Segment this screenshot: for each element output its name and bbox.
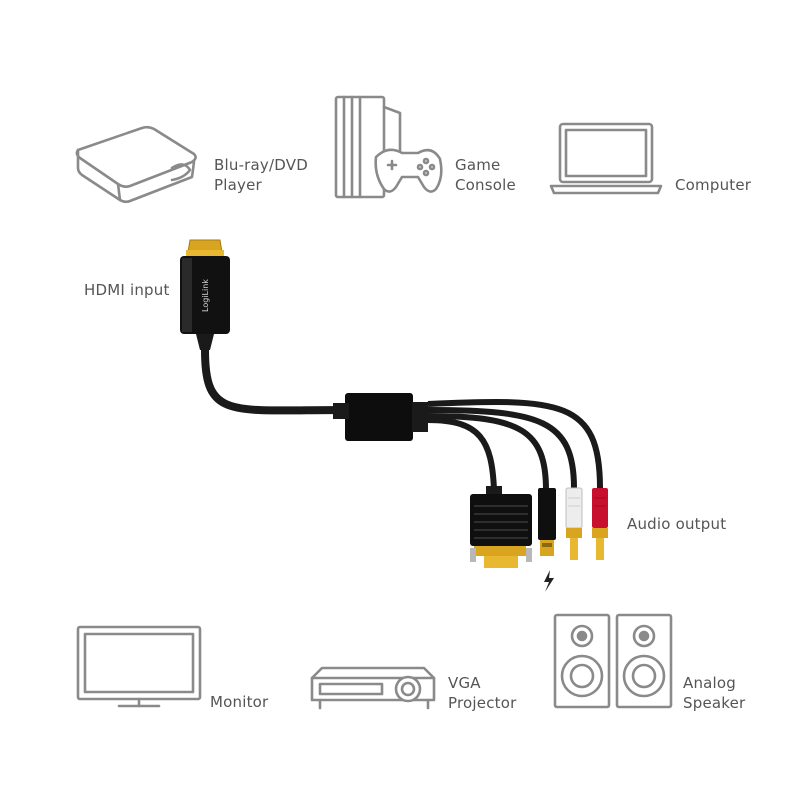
rca-plug-red bbox=[592, 488, 608, 560]
hdmi-input-label: HDMI input bbox=[84, 281, 170, 299]
bluray-player-icon bbox=[75, 125, 197, 204]
speaker-label: Analog Speaker bbox=[683, 674, 746, 712]
console-label: Game Console bbox=[455, 156, 516, 194]
laptop-icon bbox=[549, 122, 663, 195]
rca-plug-white bbox=[565, 487, 583, 560]
projector-label: VGA Projector bbox=[448, 674, 517, 712]
audio-output-label: Audio output bbox=[627, 515, 727, 533]
usb-plug bbox=[538, 488, 556, 556]
monitor-icon bbox=[76, 625, 202, 708]
hdmi-plug bbox=[180, 256, 230, 334]
brand-logo: LogiLink bbox=[200, 278, 210, 312]
projector-icon bbox=[310, 666, 436, 710]
computer-label: Computer bbox=[675, 176, 752, 194]
bluray-label: Blu-ray/DVD Player bbox=[214, 156, 308, 194]
lightning-bolt-icon bbox=[544, 570, 554, 592]
vga-plug bbox=[470, 486, 532, 568]
speaker-icon bbox=[553, 613, 673, 709]
monitor-label: Monitor bbox=[210, 693, 269, 711]
game-console-icon bbox=[334, 95, 443, 199]
splitter-hub bbox=[345, 393, 413, 441]
